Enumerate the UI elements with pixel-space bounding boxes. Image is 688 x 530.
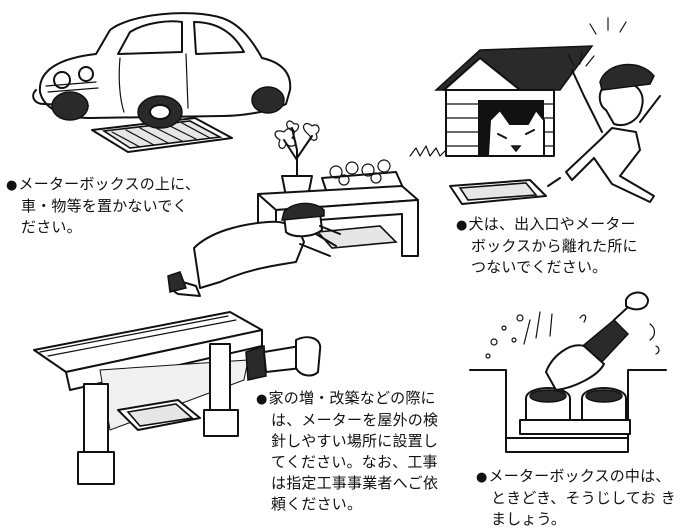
caption-renovation-line-6: 頼ください。 <box>271 495 363 513</box>
caption-dog: ●犬は、出入口やメーター ボックスから離れた所に つないでください。 <box>456 214 638 278</box>
bullet-icon: ● <box>256 392 268 407</box>
caption-car: ●メーターボックスの上に、 車・物等を置かないでく ださい。 <box>6 174 200 238</box>
caption-cleaning-line-2: ときどき、そうじしてお き <box>491 489 676 507</box>
car-illustration <box>32 12 292 153</box>
caption-renovation-line-1: 家の増・改築などの際に <box>268 389 436 407</box>
broom-cleaning-illustration <box>469 291 667 453</box>
caption-car-line-3: ださい。 <box>21 218 82 236</box>
caption-cleaning-line-1: メーターボックスの中は、 <box>488 467 671 485</box>
caption-renovation-line-3: 針しやすい場所に設置し <box>271 432 439 450</box>
caption-renovation-line-5: は指定工事事業者へご依 <box>271 474 439 492</box>
caption-renovation-line-4: てください。なお、工事 <box>271 453 438 471</box>
caption-dog-line-3: つないでください。 <box>471 258 608 276</box>
caption-cleaning: ●メーターボックスの中は、 ときどき、そうじしてお き ましょう。 <box>476 466 676 530</box>
crawling-person-illustration <box>167 120 419 297</box>
caption-renovation-line-2: は、メーターを屋外の検 <box>271 411 439 429</box>
house-floor-illustration <box>33 311 322 485</box>
caption-cleaning-line-3: ましょう。 <box>491 510 567 528</box>
caption-renovation: ●家の増・改築などの際に は、メーターを屋外の検 針しやすい場所に設置し てくだ… <box>256 388 438 515</box>
bullet-icon: ● <box>6 178 18 193</box>
caption-car-line-1: メーターボックスの上に、 <box>18 175 201 193</box>
caption-dog-line-2: ボックスから離れた所に <box>471 237 638 255</box>
dog-house-illustration <box>409 17 661 205</box>
caption-dog-line-1: 犬は、出入口やメーター <box>468 215 636 233</box>
bullet-icon: ● <box>476 470 488 485</box>
bullet-icon: ● <box>456 218 468 233</box>
caption-car-line-2: 車・物等を置かないでく <box>21 197 188 215</box>
